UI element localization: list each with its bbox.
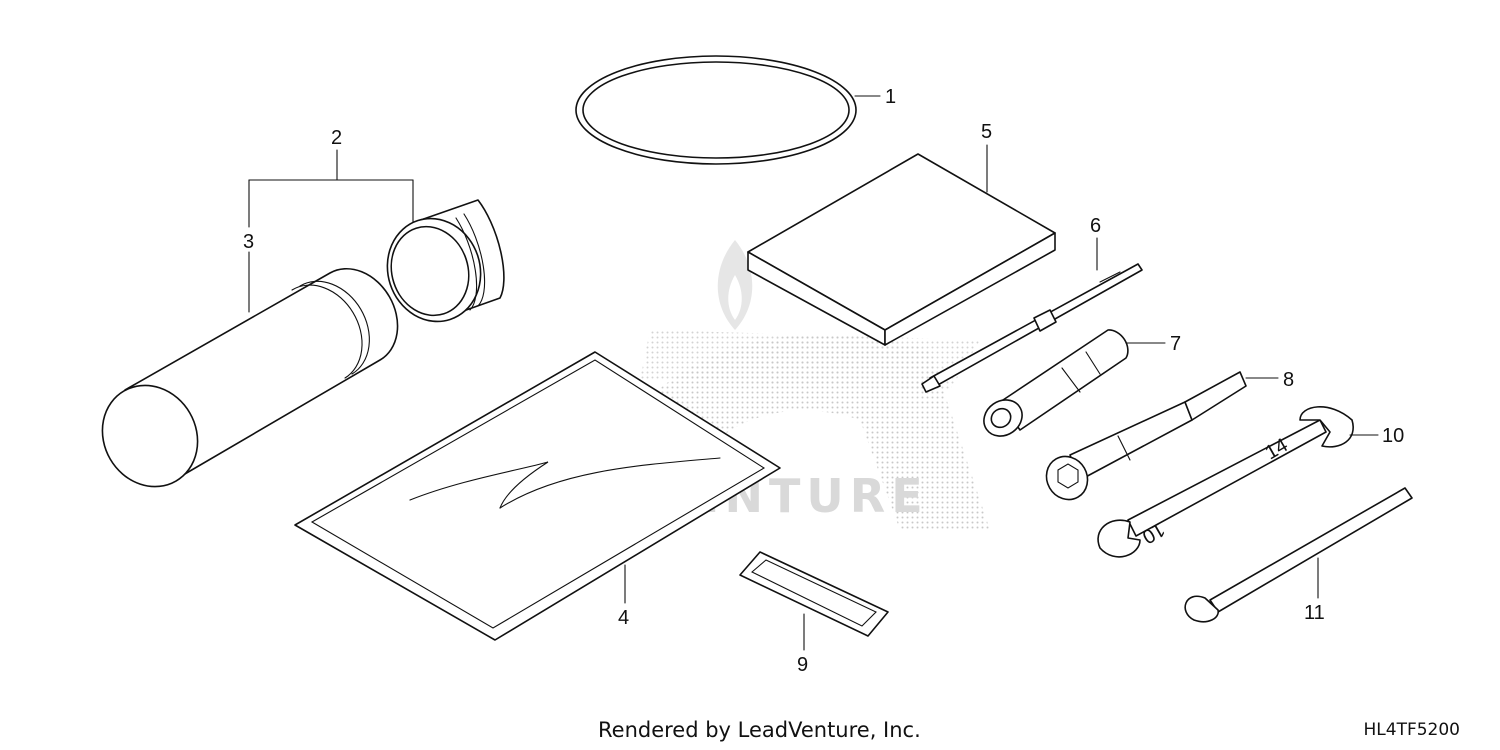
callout-2: 2 [331,127,342,149]
callout-7: 7 [1170,333,1181,355]
callout-3: 3 [243,231,254,253]
part-8-plug-wrench [1045,371,1247,501]
leader-lines [248,95,1379,651]
callout-10: 10 [1382,425,1404,447]
callouts: 1 2 3 4 5 6 7 8 9 10 11 [243,86,1404,676]
part-7-plug-wrench-handle [983,329,1129,437]
part-3-tool-case [101,267,399,488]
callout-8: 8 [1283,369,1294,391]
callout-11: 11 [1304,602,1325,624]
part-11-handle-rod [1184,487,1413,623]
callout-5: 5 [981,121,992,143]
part-4-document-bag [294,351,781,641]
callout-6: 6 [1090,215,1101,237]
part-2-tool-case-cap [386,199,505,323]
diagram-code: HL4TF5200 [1363,720,1461,740]
callout-1: 1 [885,86,896,108]
part-6-screwdriver [921,263,1143,393]
part-1-o-ring [575,55,857,165]
part-5-manual [747,153,1056,346]
footer: Rendered by LeadVenture, Inc. HL4TF5200 [0,718,1500,748]
callout-9: 9 [797,654,808,676]
callout-4: 4 [618,607,629,629]
part-9-strap [739,551,889,637]
rendered-by-credit: Rendered by LeadVenture, Inc. [598,718,921,742]
